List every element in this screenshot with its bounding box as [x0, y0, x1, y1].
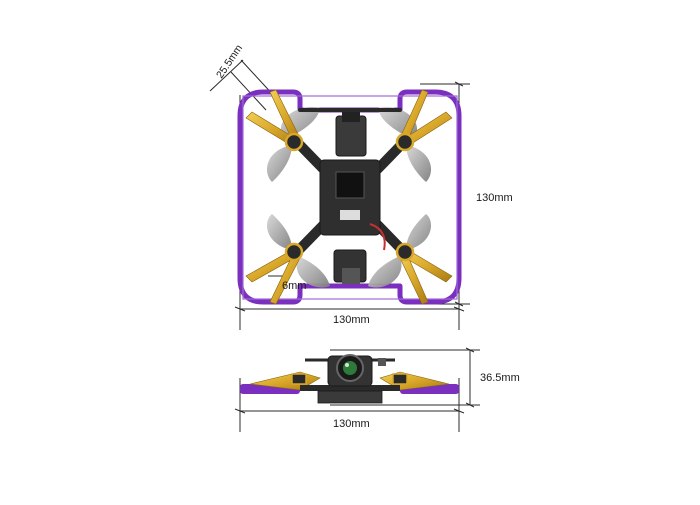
- top-height-label: 130mm: [476, 192, 513, 204]
- top-motors: [284, 132, 415, 262]
- side-camera: [305, 354, 395, 387]
- top-carbon-frame: [292, 108, 409, 257]
- side-frame-plate: [300, 385, 400, 391]
- top-duct-frame: [237, 89, 462, 305]
- top-gold-arms: [245, 89, 453, 305]
- side-width-label: 130mm: [333, 418, 370, 430]
- side-view: [234, 347, 480, 432]
- side-height-label: 36.5mm: [480, 372, 520, 384]
- top-width-label: 130mm: [333, 314, 370, 326]
- prop-gap-label: 6mm: [282, 280, 307, 292]
- top-camera-mount: [333, 112, 386, 284]
- top-view: [209, 59, 470, 330]
